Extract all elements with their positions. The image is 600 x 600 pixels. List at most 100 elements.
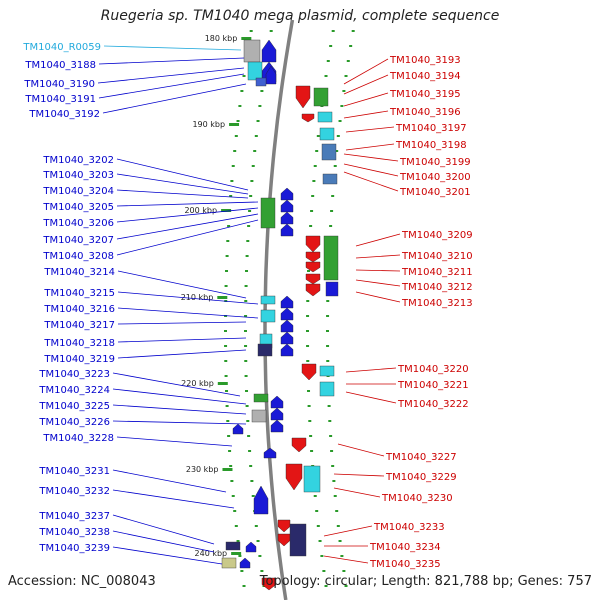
track-tick-2-45 [329, 45, 333, 47]
leader-line [333, 473, 385, 477]
leader-line [116, 201, 259, 207]
track-tick-2-210 [310, 210, 314, 212]
gene-glyph-plus [280, 295, 294, 309]
track-tick-3-345 [326, 345, 330, 347]
track-tick-0-285 [224, 285, 228, 287]
leader-line [355, 233, 401, 247]
gene-glyph-plus [253, 485, 269, 515]
gene-glyph-plus [263, 447, 277, 459]
track-tick-3-435 [329, 435, 333, 437]
track-tick-1-90 [260, 90, 264, 92]
map-title: Ruegeria sp. TM1040 mega plasmid, comple… [100, 8, 500, 24]
track-tick-0-255 [225, 255, 229, 257]
gene-glyph-plus [280, 187, 294, 201]
track-tick-2-390 [307, 390, 311, 392]
gene-label-TM1040_3224: TM1040_3224 [38, 385, 110, 396]
leader-line [345, 143, 395, 151]
track-tick-0-510 [233, 510, 237, 512]
track-tick-1-300 [244, 300, 248, 302]
track-tick-0-525 [234, 525, 238, 527]
ruler-label: 180 kbp [205, 34, 238, 43]
track-tick-3-585 [344, 585, 348, 587]
gene-label-TM1040_3222: TM1040_3222 [397, 399, 469, 410]
gene-glyph-plus [280, 223, 294, 237]
track-tick-3-525 [336, 525, 340, 527]
track-tick-1-390 [245, 390, 249, 392]
gene-label-TM1040_3195: TM1040_3195 [389, 89, 461, 100]
track-tick-2-30 [331, 30, 335, 32]
leader-line [112, 404, 247, 415]
track-tick-1-165 [251, 165, 255, 167]
track-tick-2-495 [313, 495, 317, 497]
track-tick-3-165 [333, 165, 337, 167]
track-tick-1-105 [258, 105, 262, 107]
track-tick-0-360 [224, 360, 228, 362]
gene-glyph-plus [270, 407, 284, 421]
leader-line [343, 58, 389, 85]
gene-glyph-box [255, 77, 267, 87]
leader-line [116, 436, 233, 447]
gene-glyph-plus [280, 199, 294, 213]
track-tick-1-195 [249, 195, 253, 197]
gene-label-TM1040_3239: TM1040_3239 [38, 543, 110, 554]
gene-glyph-minus [277, 533, 291, 547]
gene-glyph-minus [301, 113, 315, 123]
gene-glyph-box [317, 111, 333, 123]
leader-line [117, 349, 247, 359]
track-tick-1-540 [256, 540, 260, 542]
gene-label-TM1040_3201: TM1040_3201 [399, 187, 471, 198]
leader-line [112, 372, 241, 397]
track-tick-0-345 [224, 345, 228, 347]
track-tick-3-555 [340, 555, 344, 557]
leader-line [343, 163, 399, 177]
track-tick-2-300 [306, 300, 310, 302]
gene-glyph-box [321, 143, 337, 161]
track-tick-2-270 [307, 270, 311, 272]
track-tick-2-405 [307, 405, 311, 407]
gene-label-TM1040_3225: TM1040_3225 [38, 401, 110, 412]
gene-label-TM1040_3232: TM1040_3232 [38, 486, 110, 497]
track-tick-0-30 [249, 30, 253, 32]
gene-glyph-plus [280, 211, 294, 225]
leader-line [98, 73, 245, 99]
gene-label-TM1040_3237: TM1040_3237 [38, 511, 110, 522]
track-tick-2-555 [320, 555, 324, 557]
track-tick-1-285 [244, 285, 248, 287]
track-tick-2-315 [306, 315, 310, 317]
gene-label-TM1040_3217: TM1040_3217 [43, 320, 115, 331]
leader-line [116, 207, 259, 223]
gene-glyph-plus [280, 343, 294, 357]
track-tick-3-480 [332, 480, 336, 482]
gene-label-TM1040_3234: TM1040_3234 [369, 542, 441, 553]
gene-glyph-plus [265, 65, 277, 85]
track-tick-0-450 [228, 450, 232, 452]
ruler-tick [221, 209, 232, 212]
gene-glyph-plus [245, 541, 257, 553]
leader-line [102, 83, 247, 114]
leader-line [112, 420, 247, 425]
leader-line [355, 291, 401, 303]
accession-text: Accession: NC_008043 [8, 574, 156, 589]
leader-line [345, 391, 397, 404]
gene-label-TM1040_3238: TM1040_3238 [38, 527, 110, 538]
track-tick-0-540 [236, 540, 240, 542]
track-tick-1-30 [269, 30, 273, 32]
track-tick-3-540 [338, 540, 342, 542]
track-tick-0-75 [242, 75, 246, 77]
track-tick-1-345 [244, 345, 248, 347]
track-tick-3-570 [342, 570, 346, 572]
track-tick-0-105 [238, 105, 242, 107]
gene-label-TM1040_3219: TM1040_3219 [43, 354, 115, 365]
gene-label-TM1040_3235: TM1040_3235 [369, 559, 441, 570]
leader-line [323, 555, 369, 564]
track-tick-2-450 [310, 450, 314, 452]
gene-label-TM1040_3207: TM1040_3207 [42, 235, 114, 246]
track-tick-0-180 [230, 180, 234, 182]
track-tick-0-90 [240, 90, 244, 92]
track-tick-2-165 [313, 165, 317, 167]
track-tick-3-105 [340, 105, 344, 107]
gene-label-TM1040_3226: TM1040_3226 [38, 417, 110, 428]
leader-line [117, 321, 247, 325]
gene-glyph-minus [305, 283, 321, 297]
